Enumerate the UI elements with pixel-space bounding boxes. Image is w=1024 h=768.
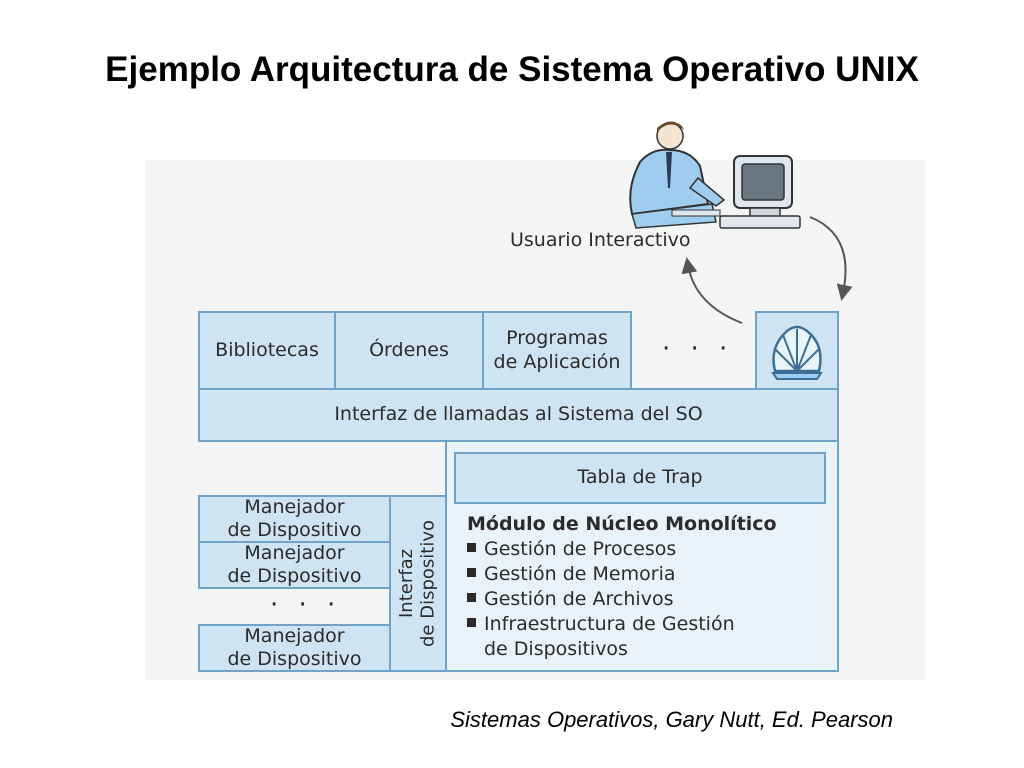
kernel-function-item: Gestión de Memoria [467, 562, 777, 587]
commands-box: Órdenes [334, 311, 484, 390]
interaction-arrows [681, 216, 853, 324]
shell-icon [771, 325, 823, 380]
kernel-function-label: Gestión de Archivos [484, 588, 674, 610]
kernel-title: Módulo de Núcleo Monolítico [467, 513, 777, 535]
user-at-computer-icon [629, 121, 801, 229]
kernel-function-item: Gestión de Procesos [467, 537, 777, 562]
kernel-module: Módulo de Núcleo Monolítico Gestión de P… [467, 513, 777, 662]
applications-box: Programas de Aplicación [482, 311, 632, 390]
trap-table-box: Tabla de Trap [454, 452, 826, 504]
device-driver-box: Manejador de Dispositivo [198, 495, 391, 543]
bullet-icon [467, 618, 476, 627]
slide-title: Ejemplo Arquitectura de Sistema Operativ… [105, 50, 919, 89]
kernel-function-continuation: de Dispositivos [484, 638, 628, 660]
kernel-function-item: Infraestructura de Gestión de Dispositiv… [467, 612, 777, 662]
device-driver-box: Manejador de Dispositivo [198, 624, 391, 672]
user-label: Usuario Interactivo [510, 229, 691, 251]
bullet-icon [467, 543, 476, 552]
kernel-functions-list: Gestión de Procesos Gestión de Memoria G… [467, 537, 777, 662]
trap-table-label: Tabla de Trap [577, 466, 703, 489]
device-driver-label-line2: de Dispositivo [227, 565, 362, 587]
device-driver-label-line1: Manejador [244, 495, 345, 518]
device-driver-label-line2: de Dispositivo [227, 648, 362, 670]
device-driver-label-line1: Manejador [244, 541, 345, 564]
libraries-box: Bibliotecas [198, 311, 336, 390]
drivers-ellipsis: · · · [270, 590, 342, 620]
libraries-label: Bibliotecas [215, 338, 319, 361]
top-row-ellipsis: · · · [662, 334, 734, 364]
syscall-interface-box: Interfaz de llamadas al Sistema del SO [198, 388, 839, 442]
device-interface-label: Interfaz de Dispositivo [396, 520, 439, 647]
commands-label: Órdenes [369, 338, 449, 361]
kernel-function-label: Gestión de Memoria [484, 563, 676, 585]
bullet-icon [467, 593, 476, 602]
device-interface-box: Interfaz de Dispositivo [389, 495, 447, 672]
applications-label-line2: de Aplicación [493, 350, 621, 373]
device-driver-label-line2: de Dispositivo [227, 519, 362, 541]
device-interface-line1: Interfaz [396, 548, 418, 619]
shell-box [755, 311, 839, 390]
device-driver-box: Manejador de Dispositivo [198, 541, 391, 589]
syscall-interface-label: Interfaz de llamadas al Sistema del SO [334, 403, 703, 426]
kernel-function-item: Gestión de Archivos [467, 587, 777, 612]
bullet-icon [467, 568, 476, 577]
applications-label-line1: Programas [506, 327, 608, 350]
device-driver-label-line1: Manejador [244, 624, 345, 647]
kernel-function-label: Infraestructura de Gestión [484, 613, 735, 635]
kernel-function-label: Gestión de Procesos [484, 538, 677, 560]
device-interface-line2: de Dispositivo [418, 519, 439, 647]
citation: Sistemas Operativos, Gary Nutt, Ed. Pear… [450, 707, 893, 732]
